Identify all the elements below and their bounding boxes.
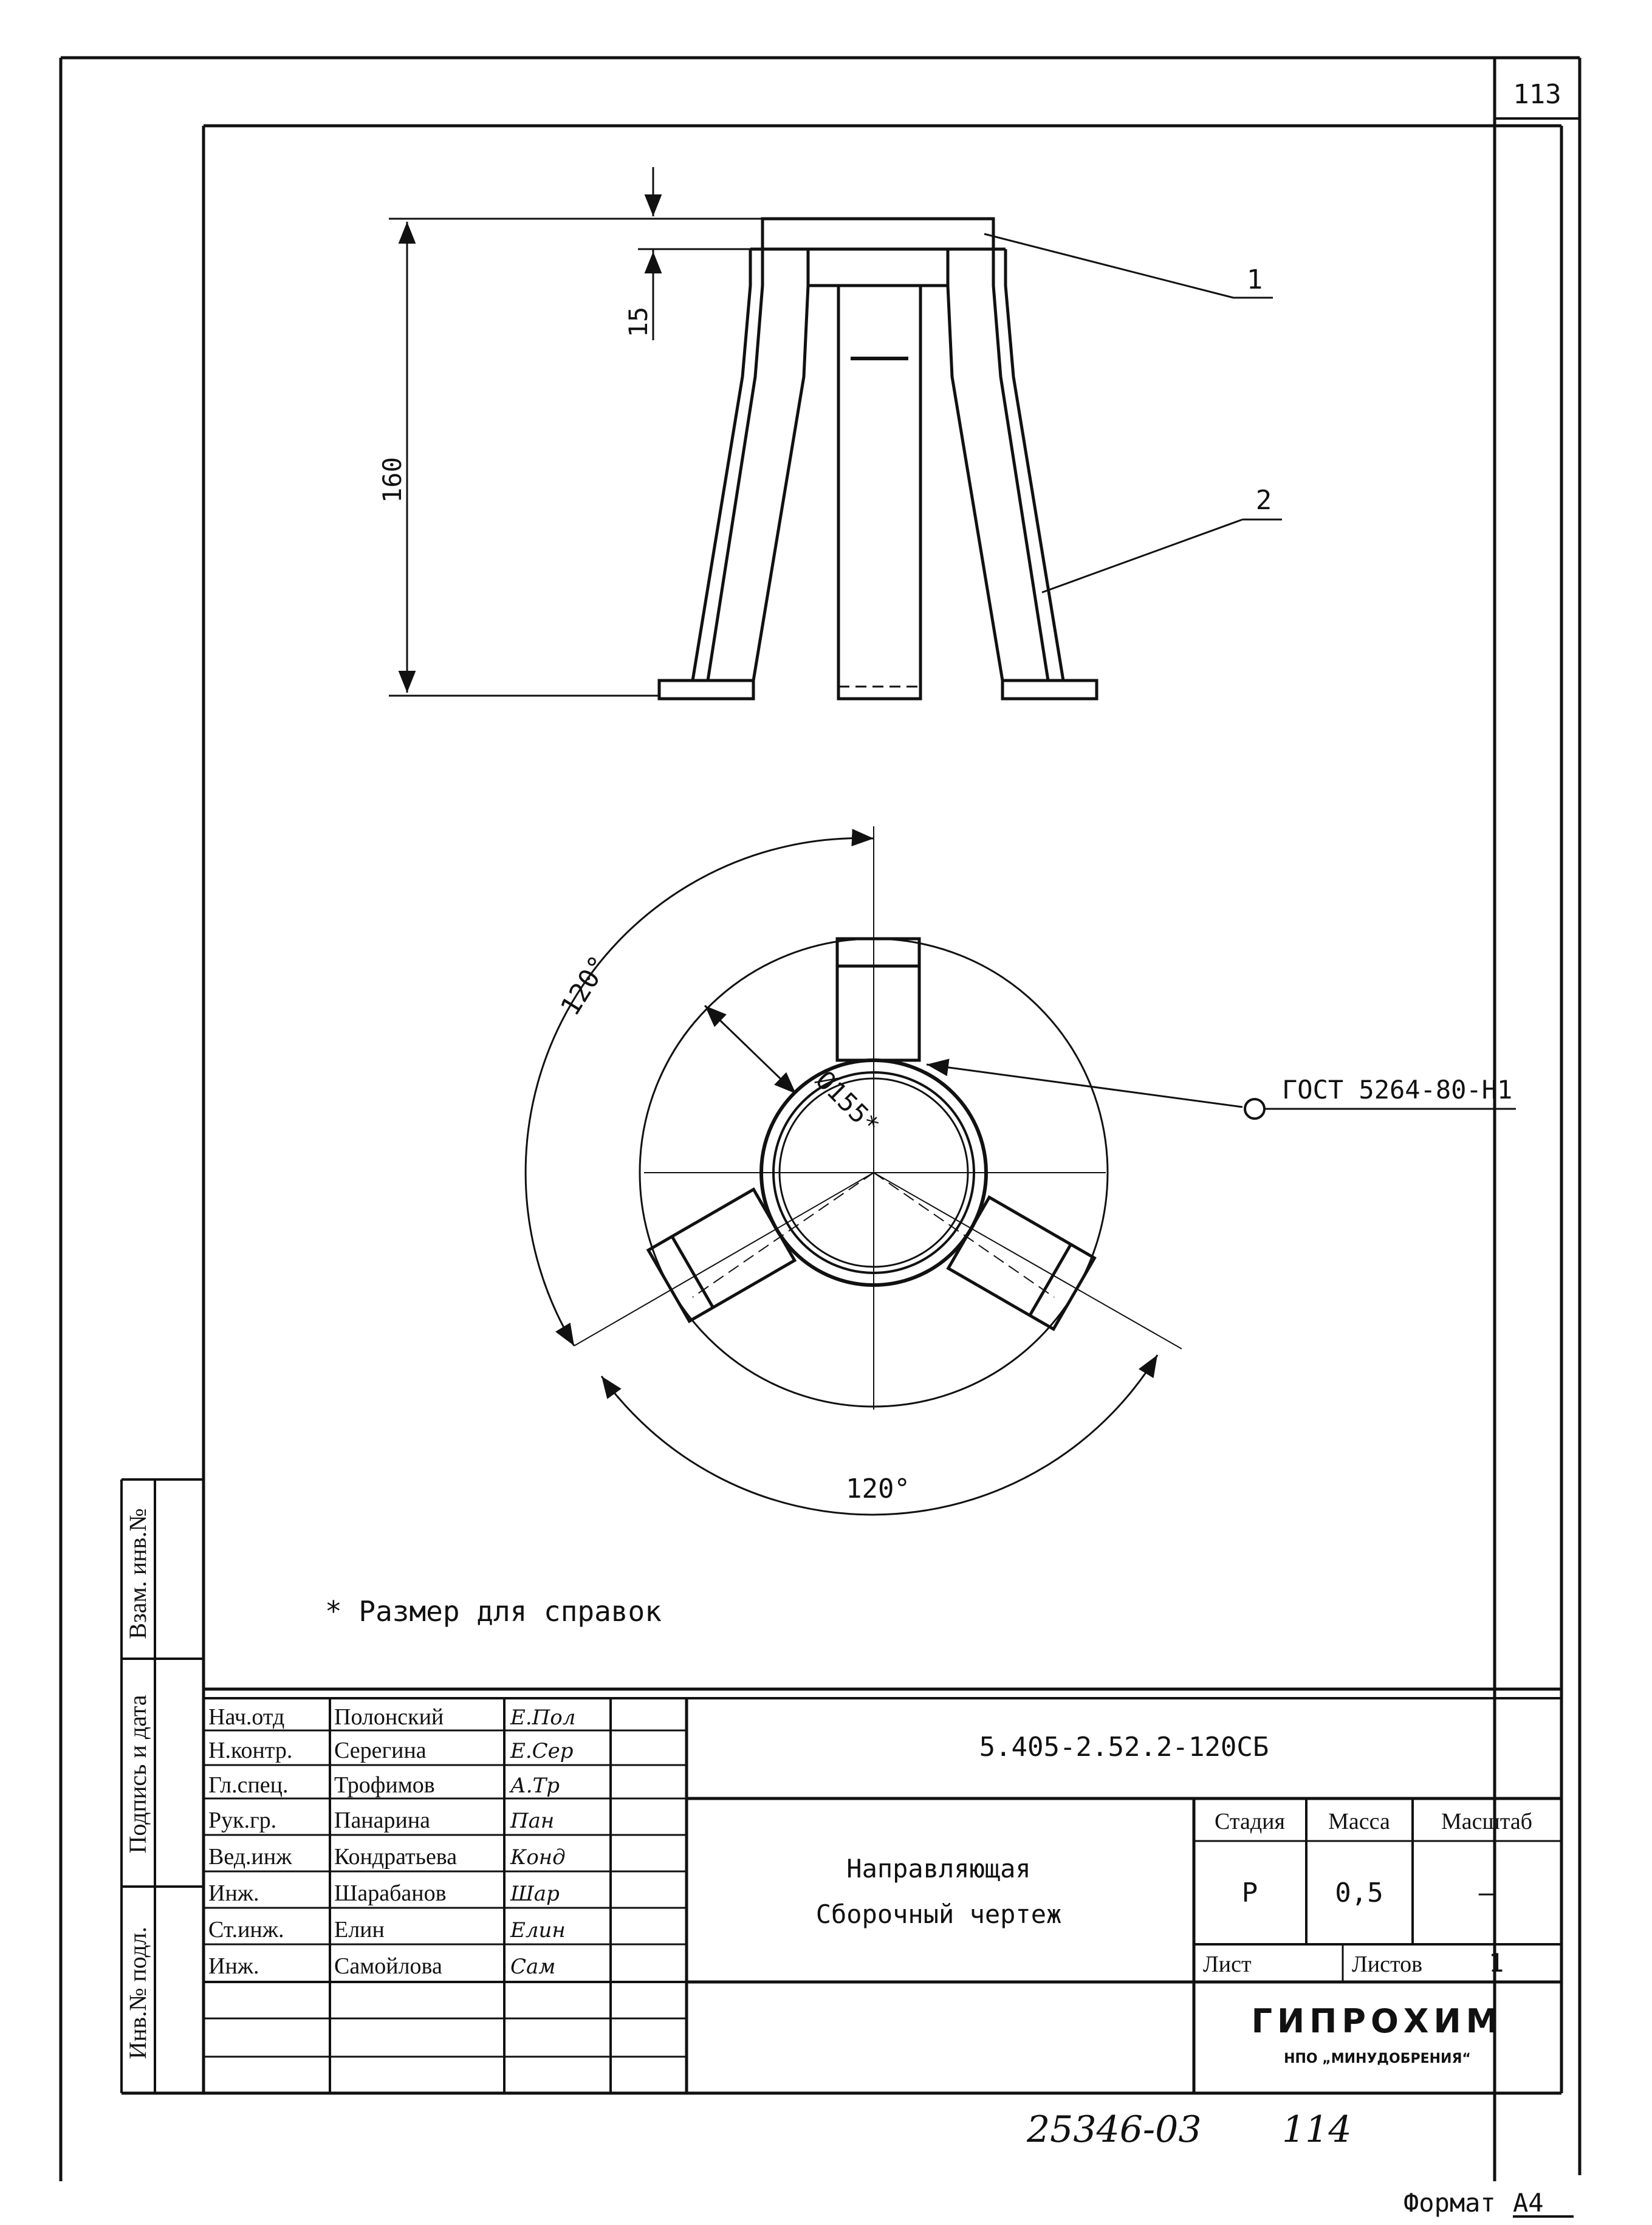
title-block-grid bbox=[204, 1697, 1561, 2093]
reference-note: * Размер для справок bbox=[325, 1595, 662, 1628]
document-code: 5.405-2.52.2-120СБ bbox=[979, 1732, 1269, 1763]
page-number-box: 113 bbox=[1495, 79, 1580, 120]
strip-cell-middle: Подпись и дата bbox=[124, 1695, 151, 1853]
stage-header: Стадия bbox=[1215, 1809, 1285, 1834]
dim-angle-top: 120° bbox=[555, 950, 615, 1021]
signer-signature: Конд bbox=[510, 1845, 566, 1870]
strip-cell-top: Взам. инв.№ bbox=[124, 1508, 151, 1639]
signer-name: Шарабанов bbox=[334, 1880, 447, 1906]
signer-signature: Пан bbox=[510, 1809, 554, 1833]
format-label: Формат bbox=[1404, 2188, 1496, 2218]
page-number: 113 bbox=[1513, 79, 1561, 110]
signer-role: Гл.спец. bbox=[208, 1772, 288, 1798]
drawing-title: Направляющая bbox=[846, 1854, 1030, 1884]
callout-2-leader bbox=[1041, 518, 1282, 594]
scale-header: Масштаб bbox=[1441, 1809, 1532, 1834]
signer-name: Елин bbox=[334, 1917, 385, 1942]
signers-table: Нач.отд Полонский Е.Пол Н.контр. Серегин… bbox=[208, 1704, 575, 1979]
signer-signature: Е.Пол bbox=[510, 1706, 575, 1730]
signer-signature: А.Тр bbox=[509, 1774, 560, 1798]
organization-name: ГИПРОХИМ bbox=[1252, 2002, 1504, 2040]
mass-header: Масса bbox=[1328, 1809, 1390, 1834]
signer-role: Инж. bbox=[208, 1953, 259, 1979]
stage-value: Р bbox=[1242, 1877, 1258, 1908]
signer-role: Вед.инж bbox=[208, 1844, 292, 1870]
dimension-160 bbox=[389, 218, 763, 697]
front-view bbox=[657, 217, 1098, 701]
scale-value: – bbox=[1479, 1877, 1495, 1908]
dim-angle-bottom: 120° bbox=[846, 1473, 910, 1504]
signer-name: Самойлова bbox=[334, 1953, 442, 1979]
signer-signature: Шар bbox=[510, 1882, 560, 1906]
left-strip bbox=[120, 1478, 204, 2093]
signer-name: Панарина bbox=[334, 1808, 430, 1833]
plan-view bbox=[524, 826, 1516, 1516]
sheet-label: Лист bbox=[1203, 1952, 1252, 1977]
signer-role: Нач.отд bbox=[208, 1704, 284, 1730]
signer-role: Ст.инж. bbox=[208, 1917, 284, 1942]
signer-name: Трофимов bbox=[334, 1772, 435, 1798]
dimension-15 bbox=[638, 167, 750, 340]
sheets-label: Листов bbox=[1352, 1952, 1422, 1977]
signer-role: Инж. bbox=[208, 1880, 259, 1906]
signer-name: Кондратьева bbox=[334, 1844, 457, 1870]
drawing-subtitle: Сборочный чертеж bbox=[816, 1899, 1062, 1929]
footer-page: 114 bbox=[1282, 2108, 1352, 2151]
signer-role: Н.контр. bbox=[208, 1738, 292, 1763]
signer-signature: Сам bbox=[510, 1955, 555, 1979]
mass-value: 0,5 bbox=[1335, 1877, 1383, 1908]
strip-cell-bottom: Инв.№ подл. bbox=[124, 1927, 151, 2059]
callout-2: 2 bbox=[1256, 485, 1272, 516]
organization-subtitle: НПО „МИНУДОБРЕНИЯ“ bbox=[1284, 2051, 1471, 2066]
signer-name: Серегина bbox=[334, 1738, 427, 1763]
format-value: А4 bbox=[1513, 2188, 1544, 2218]
outer-border bbox=[59, 56, 1582, 2181]
weld-symbol-text: ГОСТ 5264-80-Н1 bbox=[1282, 1075, 1512, 1105]
signer-signature: Елин bbox=[510, 1918, 566, 1942]
callout-1-leader bbox=[984, 233, 1273, 299]
footer-number: 25346-03 bbox=[1026, 2108, 1202, 2151]
signer-signature: Е.Сер bbox=[510, 1739, 574, 1763]
signer-role: Рук.гр. bbox=[208, 1808, 276, 1833]
dim-height-label: 160 bbox=[377, 457, 407, 503]
callout-1: 1 bbox=[1247, 264, 1263, 295]
dim-top-label: 15 bbox=[623, 307, 653, 338]
sheets-value: 1 bbox=[1489, 1948, 1504, 1978]
signer-name: Полонский bbox=[334, 1704, 444, 1730]
